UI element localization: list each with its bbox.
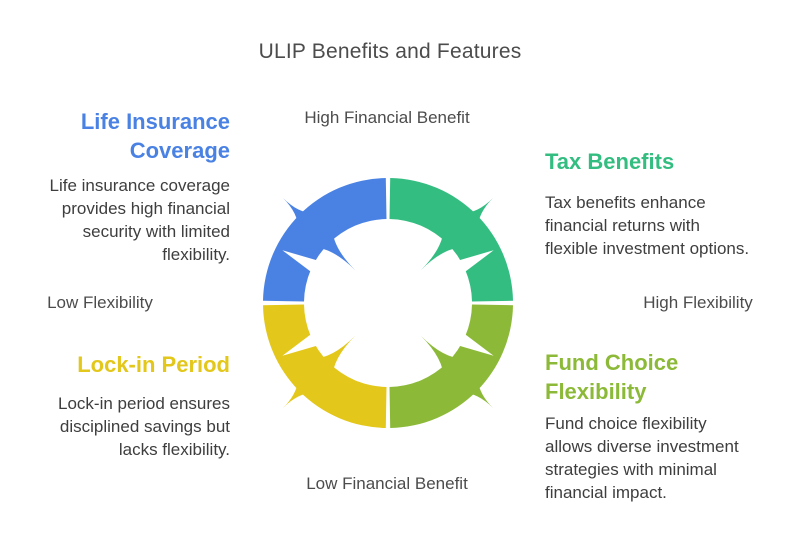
axis-label-low-flexibility: Low Flexibility bbox=[47, 293, 153, 312]
arrow-head bbox=[420, 335, 495, 410]
quadrant-arrow-top-left bbox=[263, 178, 387, 302]
section-description-lock-in-period: Lock-in period ensures disciplined savin… bbox=[58, 394, 230, 459]
cycle-arrows-diagram bbox=[263, 178, 513, 428]
arrow-head bbox=[420, 196, 495, 271]
section-title-fund-choice-flexibility: Fund Choice Flexibility bbox=[545, 350, 679, 404]
arrow-notch bbox=[454, 331, 494, 356]
axis-label-high-flexibility: High Flexibility bbox=[643, 293, 753, 312]
quadrant-arrow-top-right bbox=[389, 178, 513, 302]
section-description-life-insurance-coverage: Life insurance coverage provides high fi… bbox=[49, 176, 230, 264]
section-title-lock-in-period: Lock-in Period bbox=[77, 352, 230, 377]
section-description-tax-benefits: Tax benefits enhance financial returns w… bbox=[545, 193, 750, 258]
section-title-life-insurance-coverage: Life Insurance Coverage bbox=[80, 109, 230, 163]
section-title-tax-benefits: Tax Benefits bbox=[545, 149, 675, 174]
arrow-notch bbox=[454, 250, 494, 275]
arrow-notch bbox=[282, 331, 322, 356]
axis-label-high-financial-benefit: High Financial Benefit bbox=[304, 108, 470, 127]
page-title: ULIP Benefits and Features bbox=[258, 40, 522, 63]
quadrant-arrow-bottom-right bbox=[389, 304, 513, 428]
axis-label-low-financial-benefit: Low Financial Benefit bbox=[306, 474, 468, 493]
arrow-notch bbox=[282, 250, 322, 275]
section-description-fund-choice-flexibility: Fund choice flexibility allows diverse i… bbox=[545, 414, 739, 502]
arrow-head bbox=[281, 196, 356, 271]
arrow-head bbox=[281, 335, 356, 410]
quadrant-arrow-bottom-left bbox=[263, 304, 387, 428]
